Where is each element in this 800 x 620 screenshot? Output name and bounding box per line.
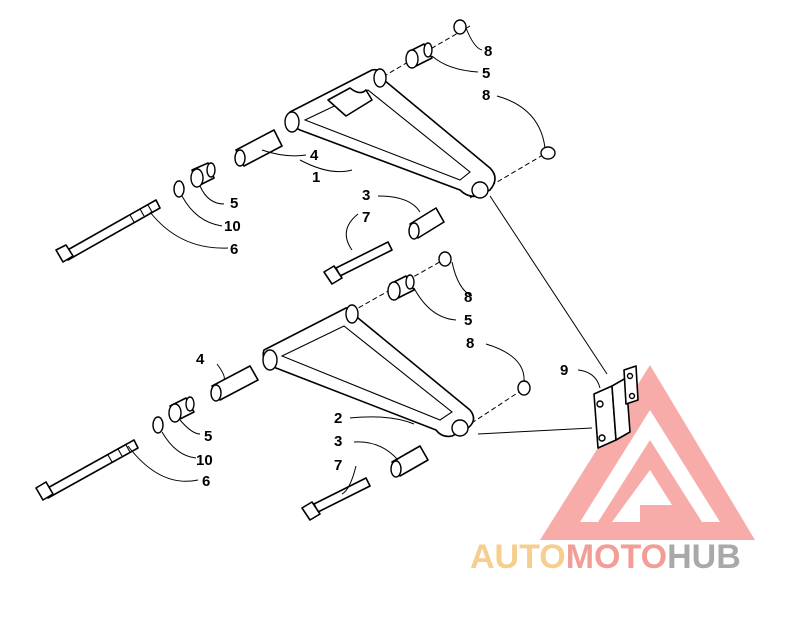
lower-front-bushing-end: [262, 349, 278, 371]
callout-lower-long-bolt: 6: [202, 473, 210, 490]
upper-rear-bushing-end: [373, 68, 387, 88]
upper-pivot-end: [471, 181, 489, 199]
lower-flange-bushing-front: [168, 396, 195, 423]
lower-washer: [152, 416, 164, 434]
upper-nut-right: [540, 146, 556, 160]
lower-nut-top: [438, 251, 452, 267]
watermark-g-shape: [598, 440, 702, 522]
callout-upper-sleeve: 4: [310, 147, 319, 164]
callout-upper-long-bolt: 6: [230, 241, 238, 258]
callout-upper-pivot-sleeve: 3: [362, 187, 370, 204]
callout-upper-short-bolt: 7: [362, 209, 370, 226]
lower-rear-bushing-end: [345, 304, 359, 324]
callout-upper-bushing-front: 5: [230, 195, 238, 212]
callout-lower-washer: 10: [196, 452, 213, 469]
callout-lower-nut-right: 8: [466, 335, 474, 352]
upper-pivot-sleeve: [408, 207, 445, 240]
callout-upper-bushing-rear: 5: [482, 65, 490, 82]
callout-lower-bushing-front: 5: [204, 428, 212, 445]
watermark-word-moto: MOTO: [566, 538, 667, 576]
callout-lower-sleeve: 4: [196, 351, 205, 368]
watermark-word-auto: AUTO: [470, 538, 566, 576]
lower-pivot-sleeve: [390, 445, 429, 478]
callout-upper-nut-top: 8: [484, 43, 492, 60]
callout-lower-nut-top: 8: [464, 289, 472, 306]
upper-flange-bushing-rear: [405, 42, 433, 69]
upper-nut-top: [453, 19, 467, 35]
upper-short-bolt: [323, 241, 393, 285]
leader-lines: [127, 27, 601, 495]
callout-labels: 8 5 8 4 1 5 3 10 7 6 8 5 4 8 9 2 5 3 10 …: [196, 43, 568, 490]
callout-upper-washer: 10: [224, 218, 241, 235]
lower-flange-bushing-rear: [387, 274, 415, 301]
callout-lower-a-arm: 2: [334, 410, 342, 427]
lower-axis-line-2: [457, 387, 526, 433]
lower-pivot-end: [451, 419, 469, 437]
callout-bracket: 9: [560, 362, 568, 379]
upper-a-arm-assembly: [55, 19, 556, 285]
upper-to-bracket-line: [489, 195, 608, 375]
upper-sleeve-bushing: [234, 129, 283, 167]
callout-lower-bushing-rear: 5: [464, 312, 472, 329]
watermark-word-hub: HUB: [667, 538, 741, 576]
lower-short-bolt: [301, 477, 371, 521]
upper-a-arm-bracket: [327, 87, 373, 117]
callout-lower-short-bolt: 7: [334, 457, 342, 474]
callout-upper-a-arm: 1: [312, 169, 320, 186]
upper-front-bushing-end: [284, 111, 300, 133]
lower-a-arm-inner: [280, 325, 453, 421]
watermark-logo: [540, 365, 755, 540]
lower-to-bracket-line: [477, 427, 593, 435]
lower-sleeve-bushing: [210, 365, 259, 402]
upper-axis-line-2: [469, 151, 549, 199]
callout-upper-nut-right: 8: [482, 87, 490, 104]
callout-lower-pivot-sleeve: 3: [334, 433, 342, 450]
watermark-text: AUTOMOTOHUB: [470, 538, 741, 576]
lower-a-arm-assembly: [35, 251, 639, 521]
upper-long-bolt: [55, 199, 161, 263]
mounting-bracket: [593, 365, 639, 449]
lower-nut-right: [517, 380, 531, 396]
upper-flange-bushing-front: [190, 162, 216, 188]
lower-long-bolt: [35, 439, 139, 501]
upper-washer: [173, 180, 185, 198]
